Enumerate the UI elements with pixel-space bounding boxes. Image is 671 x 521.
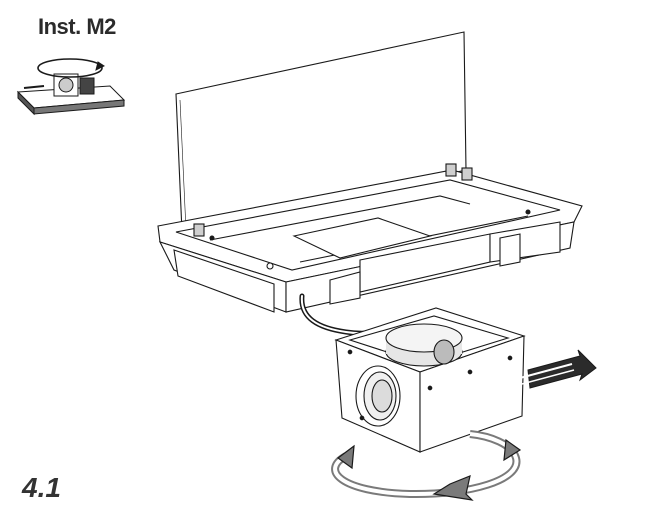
rotation-arrow	[331, 430, 522, 501]
motor-box	[334, 307, 526, 453]
insert-direction-arrow	[519, 349, 597, 389]
thumbnail-icon	[16, 58, 126, 116]
step-number: 4.1	[22, 472, 61, 503]
hood-frame	[157, 163, 583, 313]
instruction-label: Inst. M2	[38, 14, 116, 39]
